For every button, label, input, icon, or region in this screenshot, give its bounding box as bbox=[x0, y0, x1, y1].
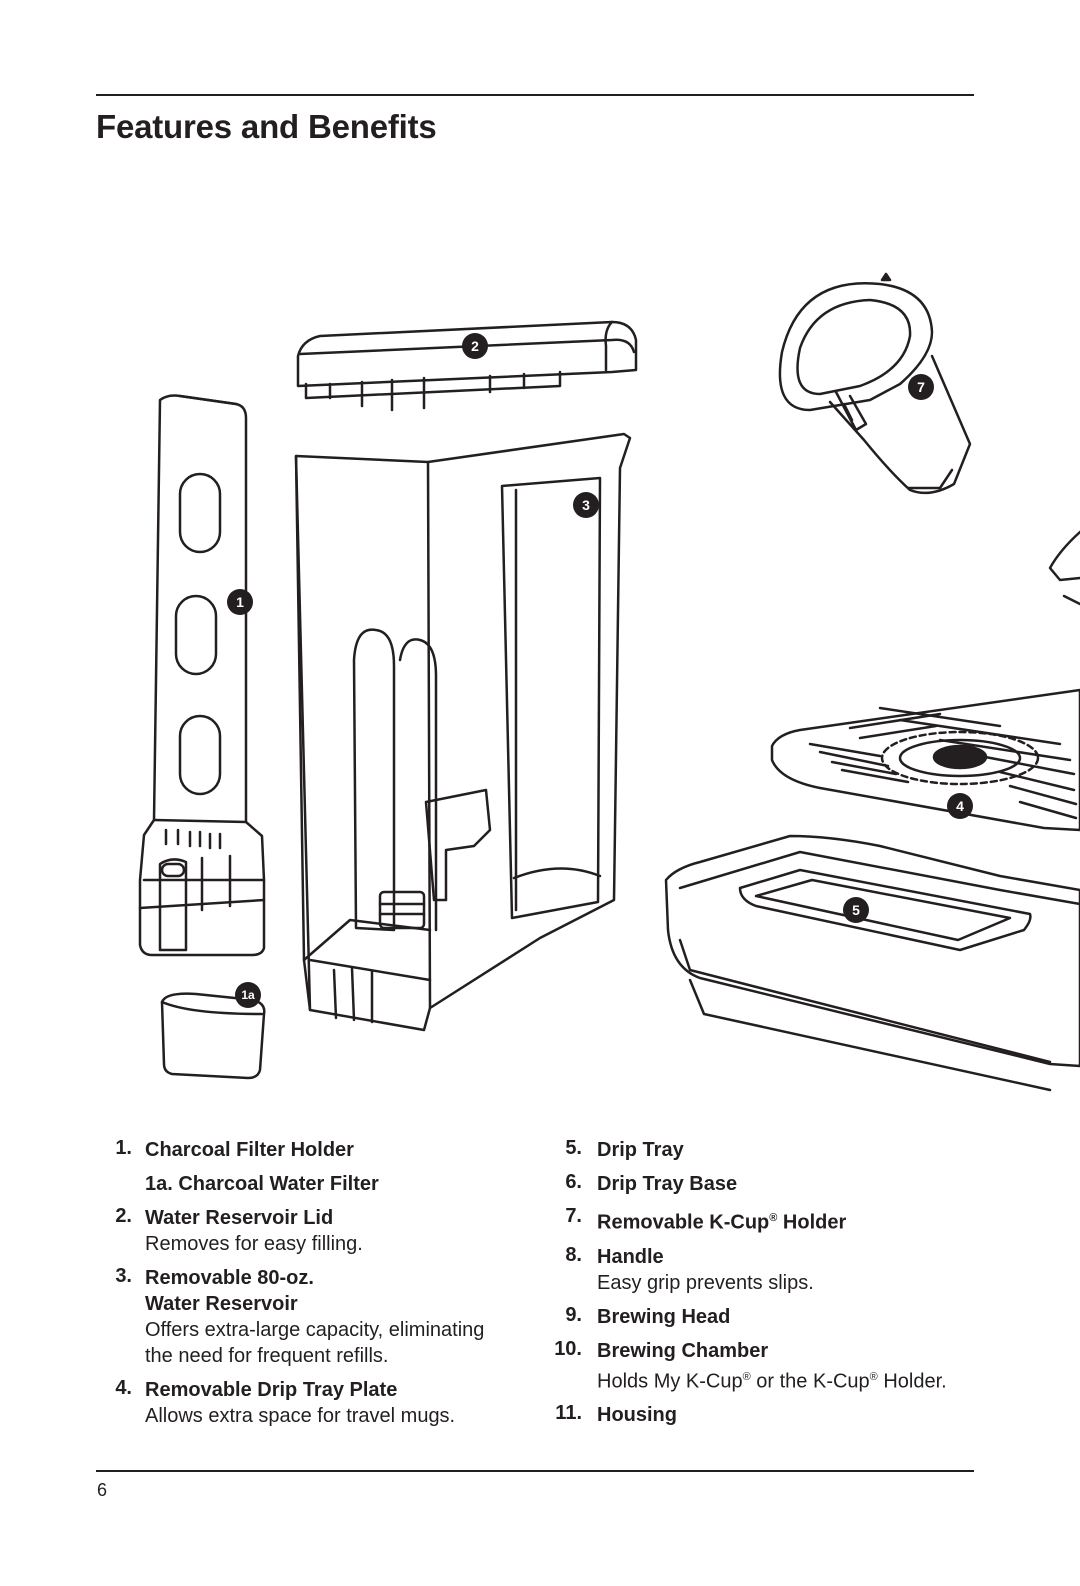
callout-5: 5 bbox=[843, 897, 869, 923]
feature-name: Handle bbox=[597, 1245, 664, 1268]
water-reservoir-illustration bbox=[294, 432, 632, 1032]
svg-text:4: 4 bbox=[956, 798, 964, 814]
feature-item-11: 11. Housing bbox=[546, 1402, 986, 1428]
feature-item-2: 2. Water Reservoir Lid Removes for easy … bbox=[108, 1205, 528, 1257]
feature-description: Allows extra space for travel mugs. bbox=[145, 1405, 456, 1427]
callout-7: 7 bbox=[908, 374, 934, 400]
feature-name-line2: Water Reservoir bbox=[145, 1293, 298, 1315]
feature-number: 5. bbox=[565, 1137, 582, 1159]
feature-name: Housing bbox=[597, 1404, 677, 1427]
feature-name: Water Reservoir Lid bbox=[145, 1207, 334, 1229]
svg-text:1a: 1a bbox=[241, 988, 255, 1002]
charcoal-water-filter-illustration bbox=[160, 992, 266, 1080]
feature-name: Brewing Chamber bbox=[597, 1339, 769, 1362]
drip-tray-illustration bbox=[664, 834, 1080, 1092]
feature-item-7: 7. Removable K-Cup® Holder bbox=[546, 1205, 986, 1236]
feature-item-5: 5. Drip Tray bbox=[546, 1137, 986, 1163]
feature-name: Brewing Head bbox=[597, 1305, 731, 1328]
features-list-left: 1. Charcoal Filter Holder 1a. Charcoal W… bbox=[108, 1137, 528, 1437]
feature-description-line2: the need for frequent refills. bbox=[145, 1345, 389, 1367]
feature-item-8: 8. Handle Easy grip prevents slips. bbox=[546, 1244, 986, 1296]
feature-description: Easy grip prevents slips. bbox=[597, 1271, 814, 1294]
parts-diagram: 1 1a 2 3 4 5 7 bbox=[138, 272, 1080, 1092]
feature-item-6: 6. Drip Tray Base bbox=[546, 1171, 986, 1197]
page-title: Features and Benefits bbox=[96, 108, 437, 145]
page-number: 6 bbox=[97, 1480, 108, 1500]
feature-description: Holds My K-Cup® or the K-Cup® Holder. bbox=[597, 1370, 947, 1393]
feature-name: Removable 80-oz. bbox=[145, 1267, 314, 1289]
feature-number: 6. bbox=[565, 1171, 582, 1193]
feature-number: 9. bbox=[565, 1303, 582, 1326]
feature-description: Offers extra-large capacity, eliminating bbox=[145, 1319, 485, 1341]
feature-number: 11. bbox=[555, 1402, 582, 1425]
housing-edge-illustration bbox=[1048, 530, 1080, 606]
top-rule bbox=[96, 94, 974, 96]
callout-1a: 1a bbox=[235, 982, 261, 1008]
features-list-right: 5. Drip Tray 6. Drip Tray Base 7. Remova… bbox=[546, 1137, 986, 1436]
registered-mark: ® bbox=[769, 1212, 778, 1224]
feature-number: 7. bbox=[565, 1205, 582, 1227]
svg-text:3: 3 bbox=[582, 497, 590, 513]
registered-mark: ® bbox=[742, 1370, 751, 1383]
callout-2: 2 bbox=[462, 333, 488, 359]
water-reservoir-lid-illustration bbox=[296, 320, 638, 412]
bottom-rule bbox=[96, 1470, 974, 1472]
callout-1: 1 bbox=[227, 589, 253, 615]
feature-description: Removes for easy filling. bbox=[145, 1233, 363, 1255]
feature-name: Drip Tray Base bbox=[597, 1173, 738, 1195]
feature-number: 3. bbox=[115, 1265, 132, 1287]
feature-name: Drip Tray bbox=[597, 1139, 684, 1161]
feature-item-3: 3. Removable 80-oz. Water Reservoir Offe… bbox=[108, 1265, 528, 1369]
feature-number: 2. bbox=[115, 1205, 132, 1227]
feature-item-9: 9. Brewing Head bbox=[546, 1304, 986, 1330]
feature-name: 1a. Charcoal Water Filter bbox=[145, 1173, 379, 1195]
callout-3: 3 bbox=[573, 492, 599, 518]
svg-text:2: 2 bbox=[471, 338, 479, 354]
feature-item-10: 10. Brewing Chamber Holds My K-Cup® or t… bbox=[546, 1338, 986, 1395]
charcoal-filter-holder-illustration bbox=[138, 394, 266, 957]
feature-number: 4. bbox=[115, 1377, 132, 1399]
feature-name: Charcoal Filter Holder bbox=[145, 1139, 354, 1161]
feature-name: Removable Drip Tray Plate bbox=[145, 1379, 398, 1401]
kcup-holder-illustration bbox=[778, 272, 972, 495]
svg-text:7: 7 bbox=[917, 379, 925, 395]
feature-item-1a: 1a. Charcoal Water Filter bbox=[108, 1171, 528, 1197]
callout-4: 4 bbox=[947, 793, 973, 819]
drip-tray-plate-illustration bbox=[770, 688, 1080, 832]
feature-number: 8. bbox=[565, 1243, 582, 1266]
feature-number: 10. bbox=[554, 1337, 582, 1360]
feature-item-4: 4. Removable Drip Tray Plate Allows extr… bbox=[108, 1377, 528, 1429]
feature-item-1: 1. Charcoal Filter Holder bbox=[108, 1137, 528, 1163]
svg-text:1: 1 bbox=[236, 594, 244, 610]
feature-name: Removable K-Cup® Holder bbox=[597, 1211, 847, 1234]
svg-text:5: 5 bbox=[852, 902, 860, 918]
feature-number: 1. bbox=[115, 1137, 132, 1159]
registered-mark: ® bbox=[869, 1370, 878, 1383]
